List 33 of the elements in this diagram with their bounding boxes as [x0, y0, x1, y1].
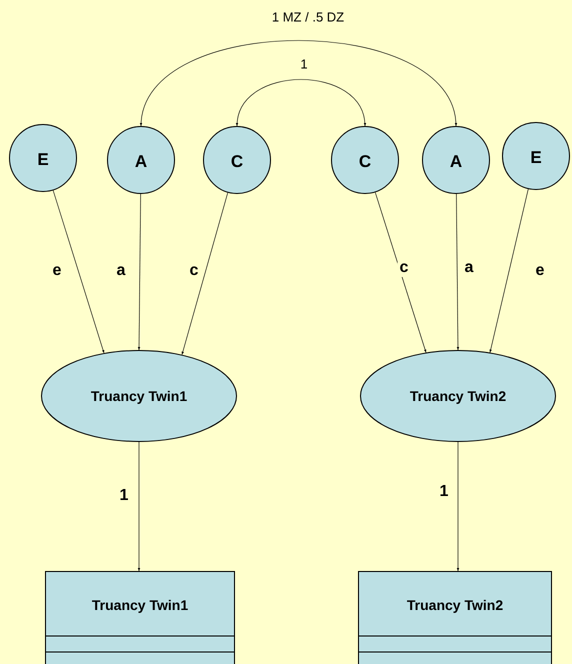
arrow: [52, 190, 104, 354]
factor-label: A: [134, 152, 148, 172]
latent-variable-ellipse: [41, 350, 237, 442]
latent-factor-circle: [422, 126, 490, 194]
factor-label: E: [530, 148, 542, 168]
factor-label: E: [37, 150, 49, 170]
latent-factor-circle: [502, 122, 570, 190]
factor-label: A: [450, 152, 462, 172]
latent-factor-circle: [9, 124, 77, 192]
latent-factor-circle: [107, 126, 175, 194]
edge-label: 1: [298, 56, 310, 72]
arrow: [374, 192, 426, 353]
arrow: [138, 442, 140, 572]
observed-variable-box: [45, 571, 235, 664]
double-headed-arrow: [236, 79, 366, 126]
factor-label: C: [230, 152, 244, 172]
edge-label: 1 MZ / .5 DZ: [270, 10, 346, 24]
arrow: [490, 188, 529, 353]
latent-factor-circle: [331, 126, 399, 194]
factor-label: C: [358, 152, 372, 172]
arrow: [456, 194, 460, 350]
observed-variable-box: [358, 571, 552, 664]
double-headed-arrow: [140, 40, 456, 126]
arrow: [456, 442, 460, 572]
arrow: [182, 192, 228, 355]
arrow: [138, 194, 141, 350]
variable-label: Truancy Twin1: [92, 597, 188, 613]
edge-label: c: [398, 259, 410, 277]
variable-label: Truancy Twin2: [406, 597, 504, 613]
variable-label: Truancy Twin2: [410, 388, 506, 404]
variable-label: Truancy Twin1: [90, 388, 188, 404]
latent-variable-ellipse: [360, 350, 556, 442]
latent-factor-circle: [203, 126, 271, 194]
